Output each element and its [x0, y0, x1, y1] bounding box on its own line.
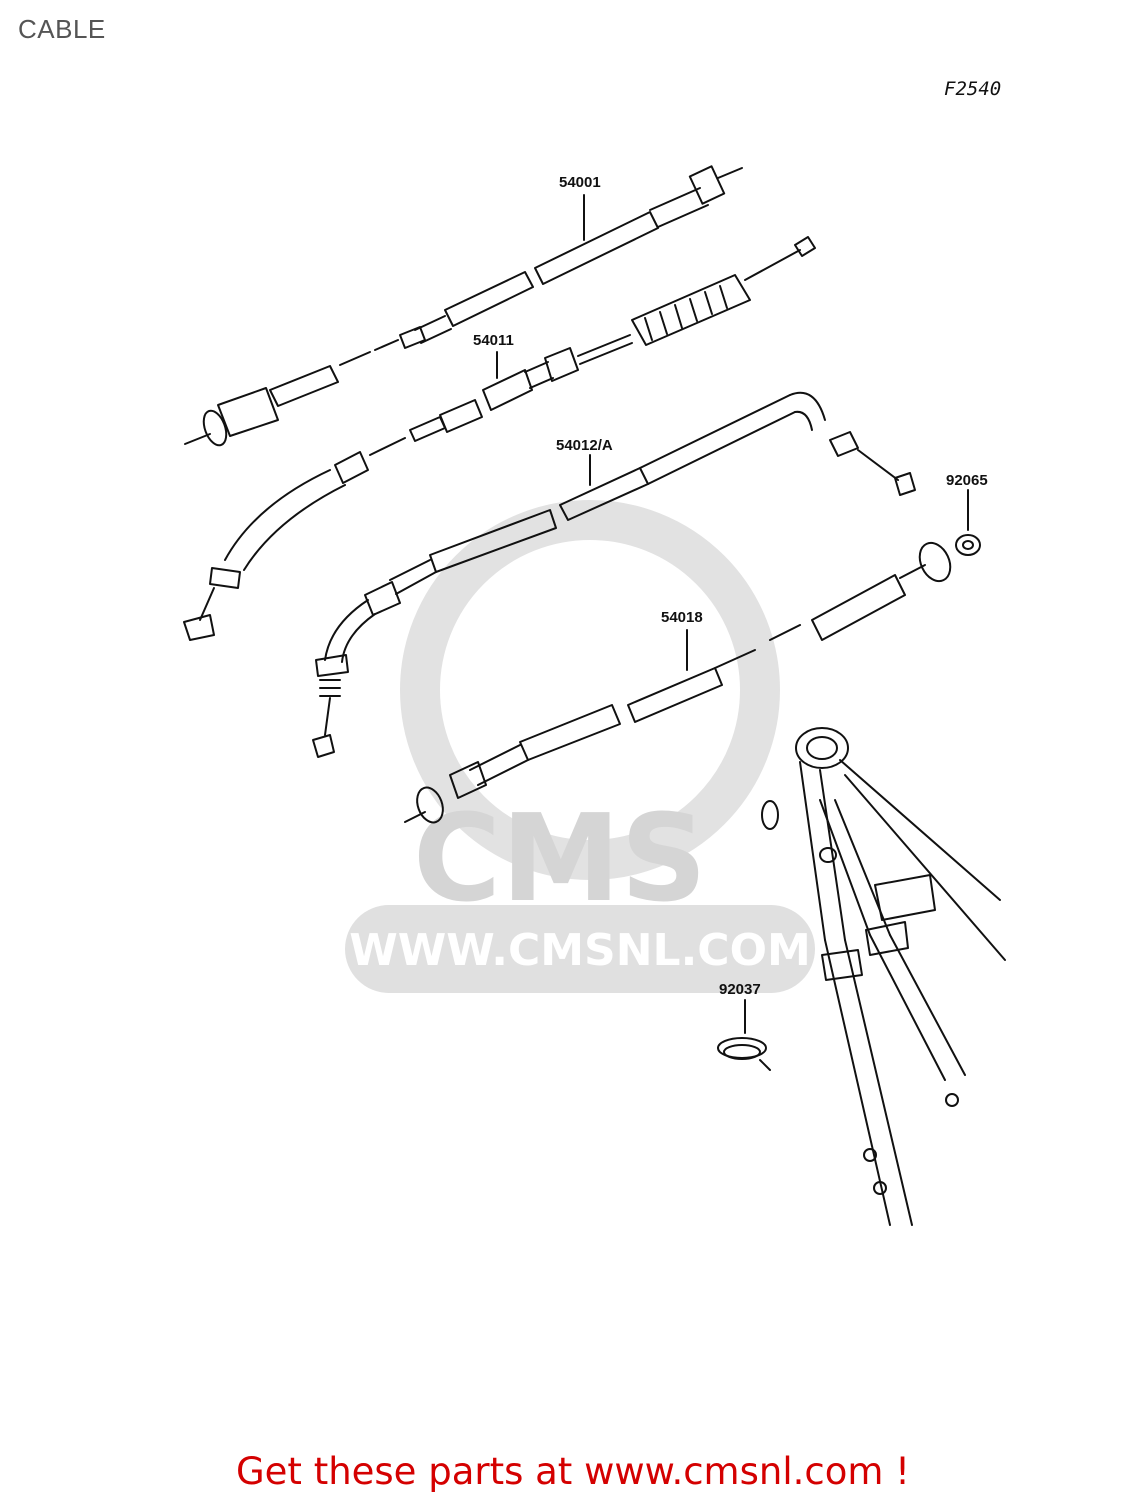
page-title: CABLE	[18, 14, 106, 44]
frame	[761, 727, 1006, 1226]
watermark: CMS WWW.CMSNL.COM	[345, 500, 815, 993]
cable-54018	[404, 541, 952, 824]
watermark-brand: CMS	[413, 790, 707, 929]
cable-54011	[183, 236, 816, 641]
label-54018: 54018	[661, 609, 703, 626]
watermark-url: WWW.CMSNL.COM	[349, 925, 811, 976]
label-92065: 92065	[946, 472, 988, 489]
cable-54012a	[312, 391, 916, 758]
label-54012a: 54012/A	[556, 437, 613, 454]
part-92037-clamp	[717, 999, 771, 1071]
part-92065-washer	[955, 489, 981, 556]
label-92037: 92037	[719, 981, 761, 998]
label-54011: 54011	[473, 332, 514, 349]
figure-code: F2540	[944, 78, 1002, 100]
cable-54001	[184, 165, 743, 447]
label-54001: 54001	[559, 174, 601, 191]
cta-link[interactable]: Get these parts at www.cmsnl.com !	[235, 1450, 910, 1493]
